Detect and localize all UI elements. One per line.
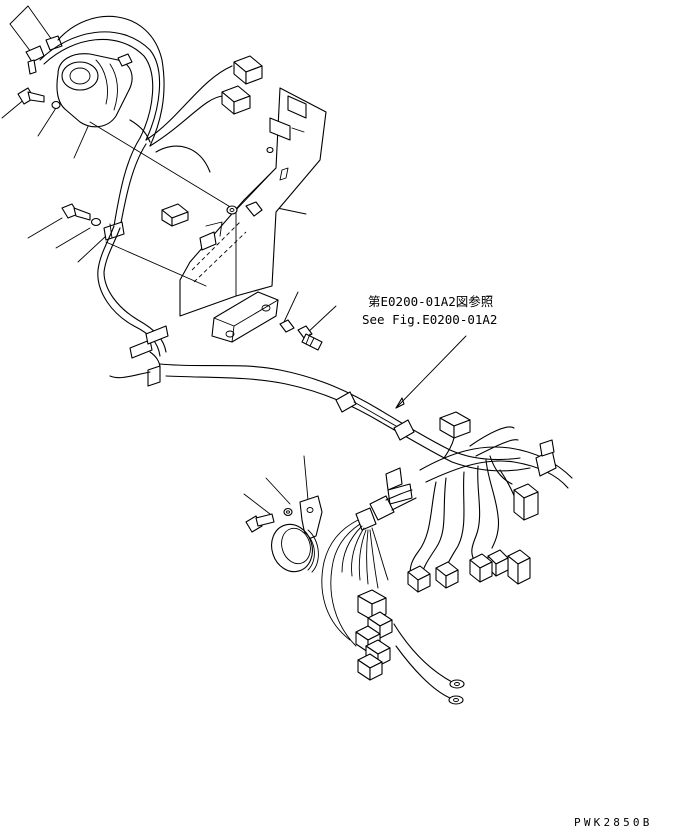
arc-wire — [155, 145, 211, 173]
second-bracket — [211, 291, 279, 343]
horn-bracket — [299, 495, 323, 541]
bolt-top-left — [17, 87, 61, 110]
small-block-connector — [161, 203, 189, 227]
reference-leader — [395, 335, 467, 409]
bolt-bracket2 — [279, 319, 323, 351]
nut-and-washer-bracket — [226, 201, 263, 217]
leader-lines-bracket2 — [283, 291, 337, 335]
clamp-left — [103, 221, 125, 241]
connectors-right-cluster — [407, 483, 539, 593]
ground-terminals — [393, 623, 465, 705]
harness-sleeve-lower — [355, 489, 417, 531]
wires-top — [39, 15, 233, 229]
reference-note-english: See Fig.E0200-01A2 — [362, 312, 497, 327]
connectors-lower-column — [355, 589, 393, 681]
trunk-sleeve-1 — [335, 391, 415, 441]
switch-housing — [56, 53, 133, 128]
harness-right-branch — [385, 426, 573, 505]
leader-lines-left — [27, 217, 207, 287]
fan-out-wires — [321, 519, 389, 647]
horn — [271, 523, 319, 573]
reference-note-japanese: 第E0200-01A2図参照 — [368, 294, 493, 309]
relay-connectors-top — [221, 55, 263, 115]
mounting-bracket-plate — [179, 87, 327, 317]
clamp-mid-left — [129, 325, 169, 387]
leader-lines-horn — [243, 455, 309, 515]
drawing-code: PWK2850B — [574, 816, 653, 828]
bolt-left — [61, 203, 102, 227]
bolt-horn — [245, 507, 293, 533]
connector-upper-right — [439, 411, 471, 459]
connector-small-top — [25, 35, 63, 75]
harness-trunk — [109, 363, 531, 472]
